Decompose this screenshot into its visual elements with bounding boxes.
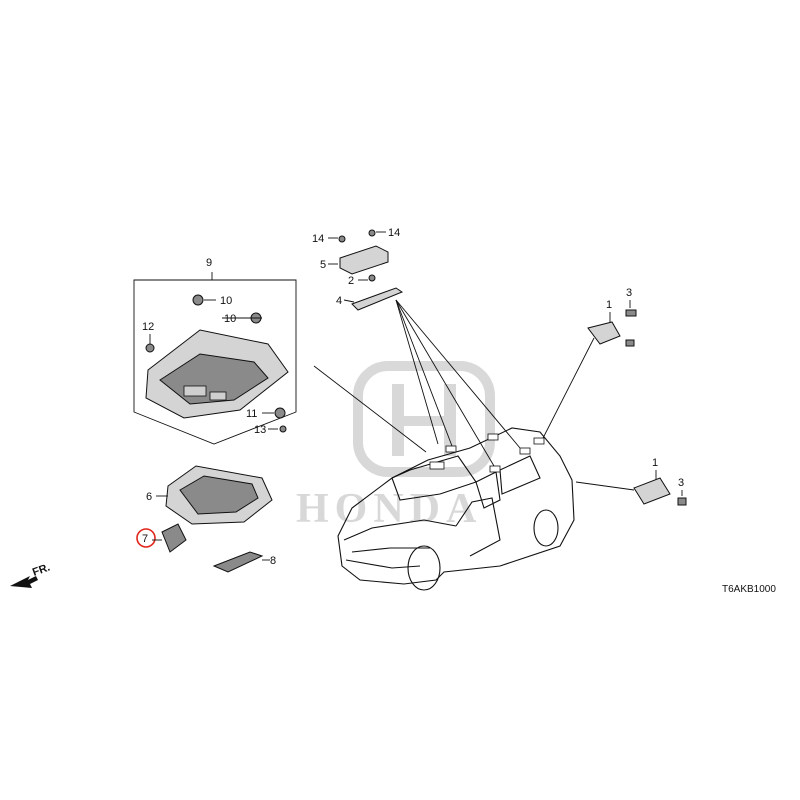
clip-3-lower[interactable]	[677, 497, 687, 506]
bracket-part-4[interactable]	[351, 287, 404, 311]
callout-11[interactable]: 11	[246, 408, 257, 420]
lens-part-8[interactable]	[212, 551, 264, 573]
sensor-lower-group: 1 3	[575, 457, 687, 506]
clip-11[interactable]	[274, 407, 286, 419]
sensor-part-1-lower[interactable]	[633, 477, 671, 505]
clip-3-upper-b[interactable]	[625, 339, 635, 347]
callout-8[interactable]: 8	[270, 555, 276, 567]
callout-9[interactable]: 9	[206, 257, 212, 269]
sensor-part-1-upper[interactable]	[587, 321, 621, 345]
callout-2[interactable]: 2	[348, 275, 354, 287]
map-light-part-5[interactable]	[339, 245, 389, 275]
callout-7[interactable]: 7	[142, 533, 148, 545]
front-label: FR.	[31, 561, 52, 578]
callout-4[interactable]: 4	[336, 295, 342, 307]
callout-1a[interactable]: 1	[606, 299, 612, 311]
callout-14a[interactable]: 14	[312, 233, 324, 245]
screw-14a[interactable]	[338, 235, 346, 243]
screw-2[interactable]	[368, 274, 376, 282]
switch-part-group: 7	[136, 523, 187, 553]
callout-3a[interactable]: 3	[626, 287, 632, 299]
highlight-circle	[136, 528, 156, 548]
clip-3-upper[interactable]	[625, 309, 637, 317]
clip-13[interactable]	[279, 425, 287, 433]
minivan	[337, 427, 575, 591]
callout-12[interactable]: 12	[142, 321, 154, 333]
screw-12[interactable]	[145, 343, 155, 353]
screw-14b[interactable]	[368, 229, 376, 237]
front-arrow: FR.	[10, 561, 52, 588]
lens-group: 8	[212, 551, 276, 573]
front-arrow-icon	[10, 576, 38, 588]
callout-10b[interactable]: 10	[224, 313, 236, 325]
callout-14b[interactable]: 14	[388, 227, 400, 239]
sensor-upper-group: 1 3	[539, 287, 637, 445]
bracket-group: 14 14 5 2 4	[312, 227, 521, 467]
clip-10-upper[interactable]	[192, 294, 204, 306]
callout-6[interactable]: 6	[146, 491, 152, 503]
callout-5[interactable]: 5	[320, 259, 326, 271]
callout-13[interactable]: 13	[254, 424, 266, 436]
callout-3b[interactable]: 3	[678, 477, 684, 489]
diagram-code: T6AKB1000	[722, 584, 776, 595]
switch-part-7[interactable]	[161, 523, 187, 553]
callout-10a[interactable]: 10	[220, 295, 232, 307]
light-unit-group: 6	[146, 465, 273, 525]
roof-console-group: 9 10 10 12 11 13	[133, 257, 297, 445]
honda-watermark: HONDA	[296, 361, 495, 532]
callout-1b[interactable]: 1	[652, 457, 658, 469]
